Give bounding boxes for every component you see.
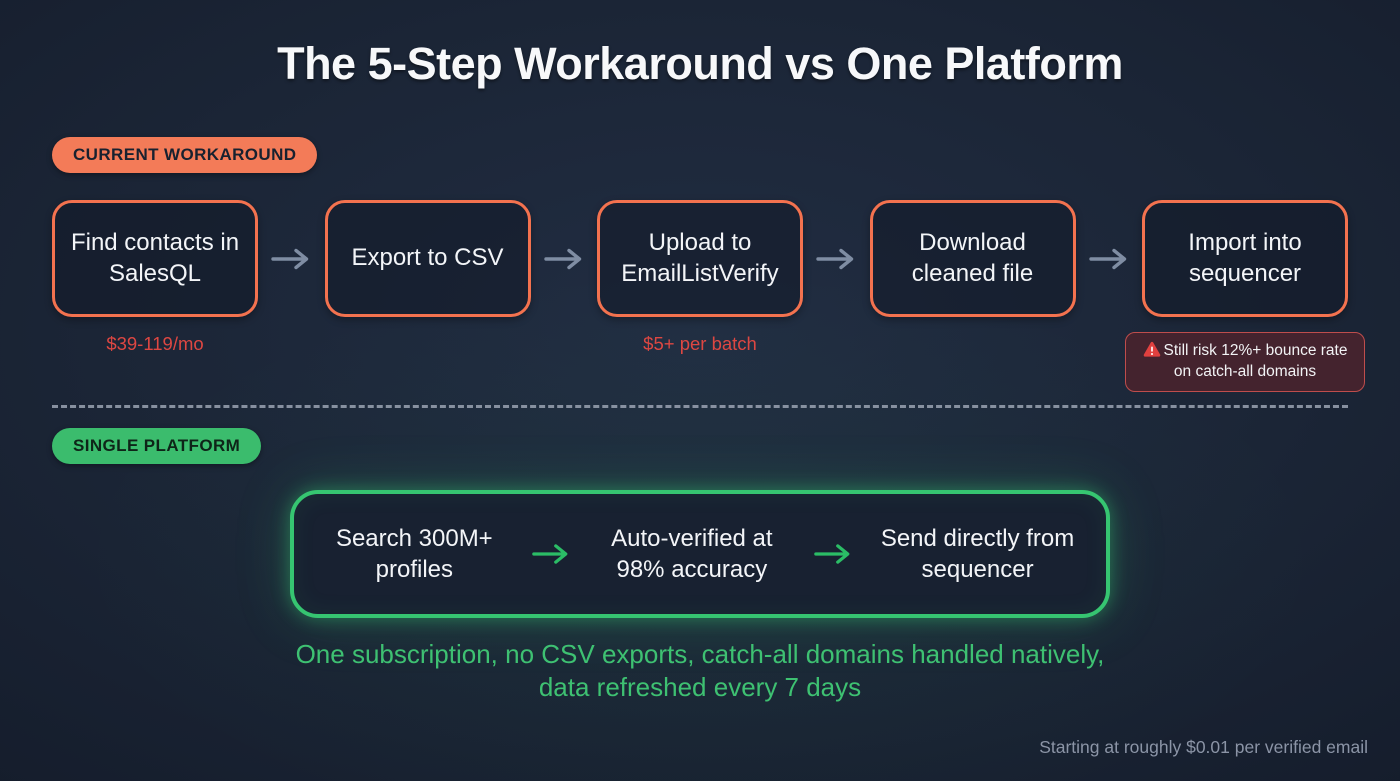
pricing-footnote: Starting at roughly $0.01 per verified e…: [1039, 737, 1368, 757]
section-divider: [52, 405, 1348, 408]
platform-step-verify: Auto-verified at 98% accuracy: [611, 524, 773, 583]
platform-flow: Search 300M+ profiles Auto-verified at 9…: [290, 490, 1110, 618]
step-box-export-csv: Export to CSV: [324, 200, 531, 317]
workaround-flow: Find contacts in SalesQL $39-119/mo Expo…: [52, 200, 1365, 392]
platform-summary: One subscription, no CSV exports, catch-…: [295, 639, 1105, 702]
warning-triangle-icon: [1143, 341, 1160, 357]
right-arrow-icon: [803, 200, 870, 317]
page-title: The 5-Step Workaround vs One Platform: [277, 38, 1123, 89]
single-platform-badge: SINGLE PLATFORM: [52, 428, 262, 464]
right-arrow-icon: [813, 541, 853, 567]
cost-note-salesql: $39-119/mo: [106, 333, 204, 354]
warning-text: Still risk 12%+ bounce rate on catch-all…: [1163, 342, 1348, 381]
right-arrow-icon: [531, 541, 571, 567]
workaround-step-1: Find contacts in SalesQL $39-119/mo: [52, 200, 258, 354]
bounce-risk-warning: Still risk 12%+ bounce rate on catch-all…: [1125, 332, 1365, 392]
platform-step-search: Search 300M+ profiles: [335, 524, 493, 583]
platform-step-send: Send directly from sequencer: [880, 524, 1075, 583]
workaround-step-2: Export to CSV: [324, 200, 531, 317]
workaround-step-5: Import into sequencer Still risk 12%+ bo…: [1125, 200, 1365, 392]
step-box-import-sequencer: Import into sequencer: [1142, 200, 1348, 317]
right-arrow-icon: [1076, 200, 1143, 317]
step-box-find-contacts: Find contacts in SalesQL: [52, 200, 258, 317]
current-workaround-badge: CURRENT WORKAROUND: [52, 137, 318, 173]
right-arrow-icon: [258, 200, 325, 317]
step-box-upload-verify: Upload to EmailListVerify: [597, 200, 803, 317]
workaround-step-4: Download cleaned file: [869, 200, 1076, 317]
workaround-step-3: Upload to EmailListVerify $5+ per batch: [597, 200, 803, 354]
step-box-download-file: Download cleaned file: [869, 200, 1076, 317]
cost-note-batch: $5+ per batch: [643, 333, 757, 354]
right-arrow-icon: [531, 200, 598, 317]
